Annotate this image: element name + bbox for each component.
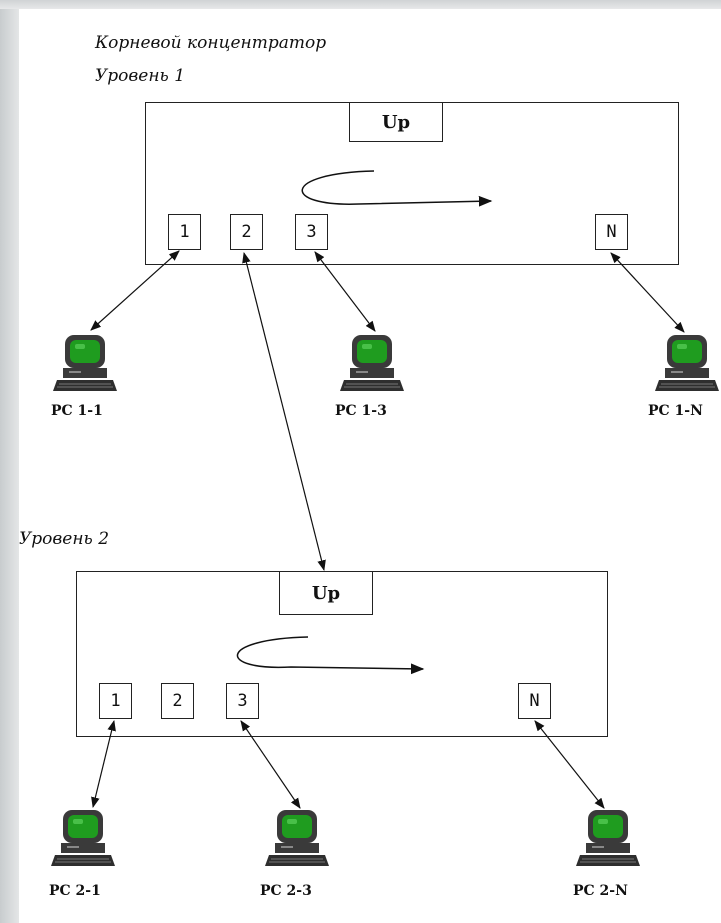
link-port2-level2-hub bbox=[242, 251, 326, 572]
level2-circular-arrow-icon bbox=[236, 636, 425, 675]
slide-left-band bbox=[0, 0, 19, 923]
root-hub-port-3: 3 bbox=[295, 214, 328, 250]
diagram-connections bbox=[50, 170, 720, 867]
root-hub-port-2: 2 bbox=[230, 214, 263, 250]
pc-2-3-label: PC 2-3 bbox=[260, 883, 312, 899]
pc-2-n-label: PC 2-N bbox=[573, 883, 628, 899]
pc-1-n-computer-icon bbox=[654, 334, 720, 392]
link-l2-portn-pc2-n bbox=[534, 720, 605, 809]
level2-hub-port-2: 2 bbox=[161, 683, 194, 719]
root-hub-port-n: N bbox=[595, 214, 628, 250]
link-l2-port3-pc2-3 bbox=[240, 720, 301, 809]
level2-caption: Уровень 2 bbox=[19, 529, 110, 549]
root-hub-port-1: 1 bbox=[168, 214, 201, 250]
usb-hub-topology-diagram: Корневой концентратор Уровень 1 Up 1 2 3… bbox=[19, 9, 721, 923]
link-port1-pc1-1 bbox=[90, 250, 180, 331]
pc-2-1-computer-icon bbox=[50, 809, 116, 867]
level1-caption: Уровень 1 bbox=[95, 66, 186, 86]
level1-circular-arrow-icon bbox=[301, 170, 493, 207]
link-portn-pc1-n bbox=[610, 252, 685, 333]
pc-1-3-computer-icon bbox=[339, 334, 405, 392]
root-hub-up-port: Up bbox=[349, 102, 443, 142]
pc-1-1-label: PC 1-1 bbox=[51, 403, 103, 419]
level2-hub-port-1: 1 bbox=[99, 683, 132, 719]
pc-2-3-computer-icon bbox=[264, 809, 330, 867]
pc-1-1-computer-icon bbox=[52, 334, 118, 392]
root-hub-caption: Корневой концентратор bbox=[95, 33, 327, 53]
pc-2-n-computer-icon bbox=[575, 809, 641, 867]
pc-2-1-label: PC 2-1 bbox=[49, 883, 101, 899]
link-port3-pc1-3 bbox=[314, 251, 376, 332]
slide-top-band bbox=[0, 0, 721, 9]
pc-1-n-label: PC 1-N bbox=[648, 403, 703, 419]
level2-hub-up-port: Up bbox=[279, 571, 373, 615]
level2-hub-port-3: 3 bbox=[226, 683, 259, 719]
level2-hub-port-n: N bbox=[518, 683, 551, 719]
pc-1-3-label: PC 1-3 bbox=[335, 403, 387, 419]
link-l2-port1-pc2-1 bbox=[91, 719, 116, 809]
